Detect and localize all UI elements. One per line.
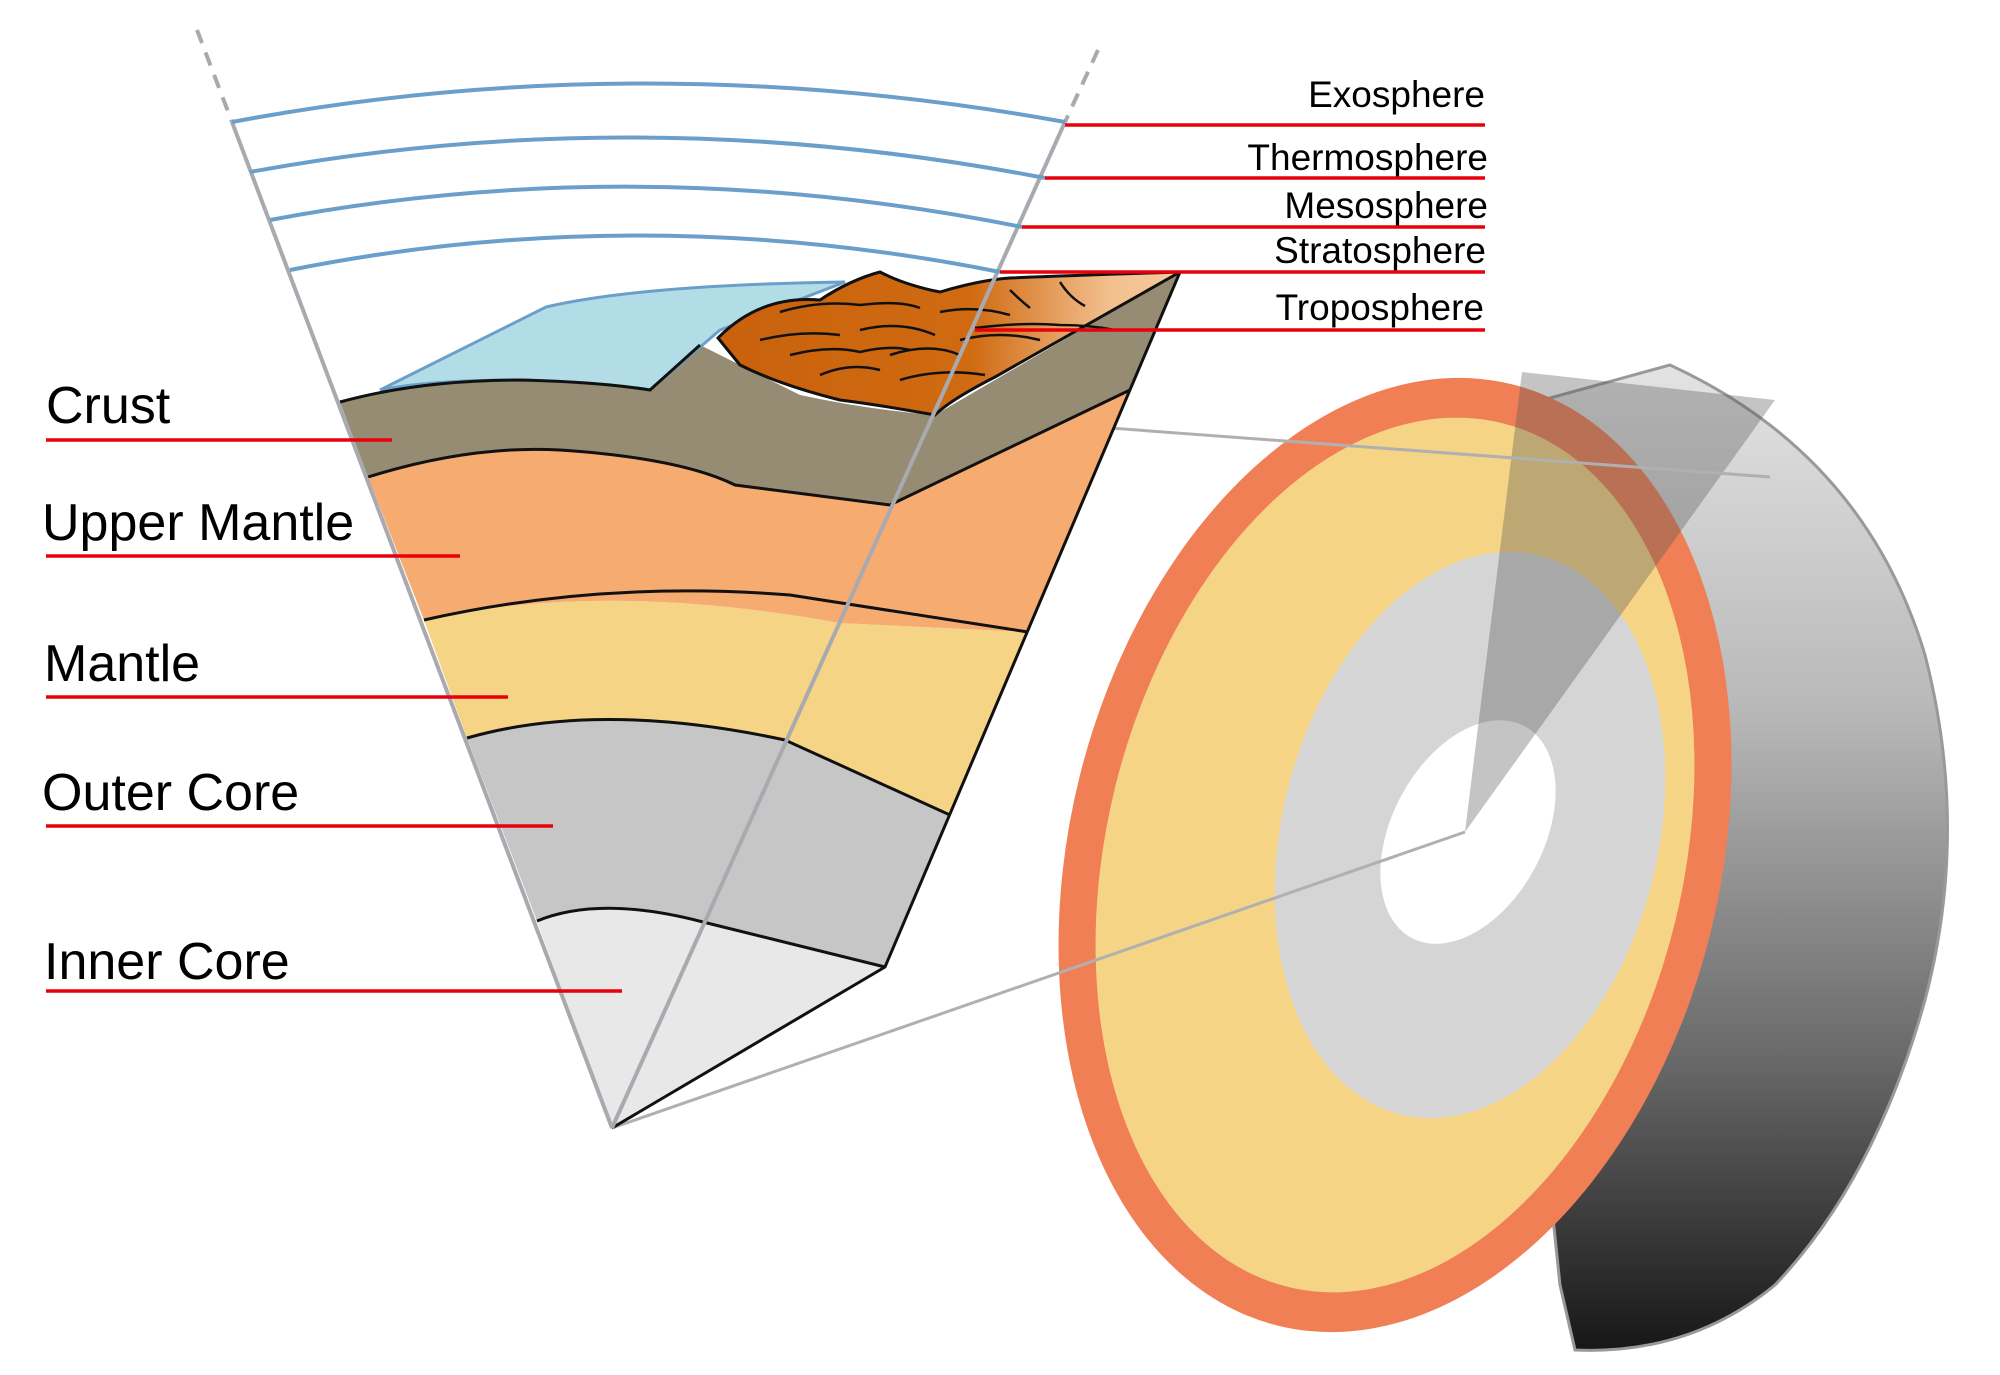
label-mesosphere: Mesosphere <box>1284 185 1488 226</box>
label-exosphere: Exosphere <box>1308 74 1485 115</box>
layer-boundaries <box>339 271 1182 1130</box>
label-thermosphere: Thermosphere <box>1247 137 1488 178</box>
layer-outer-core <box>467 719 950 967</box>
right-labels: Exosphere Thermosphere Mesosphere Strato… <box>975 74 1488 332</box>
label-mantle: Mantle <box>44 635 200 693</box>
label-outer-core: Outer Core <box>42 764 299 822</box>
label-inner-core: Inner Core <box>44 933 290 991</box>
wedge-edges <box>195 29 1100 1129</box>
label-crust: Crust <box>46 377 171 435</box>
label-troposphere: Troposphere <box>1276 287 1484 328</box>
label-upper-mantle: Upper Mantle <box>42 494 354 552</box>
sphere-wedge-overlay <box>1465 372 1775 832</box>
mountain <box>715 270 1181 417</box>
left-labels: Crust Upper Mantle Mantle Outer Core Inn… <box>42 377 622 993</box>
label-stratosphere: Stratosphere <box>1274 230 1486 271</box>
layer-inner-core <box>537 908 885 1128</box>
atmosphere-layers <box>231 81 1066 274</box>
sphere-cutaway <box>1058 363 1949 1352</box>
cross-section-wedge <box>195 29 1182 1130</box>
sphere-inner-core <box>1380 720 1556 944</box>
layer-crust <box>340 272 1180 505</box>
mountain-texture <box>759 281 1116 382</box>
layer-mantle <box>424 600 1028 815</box>
